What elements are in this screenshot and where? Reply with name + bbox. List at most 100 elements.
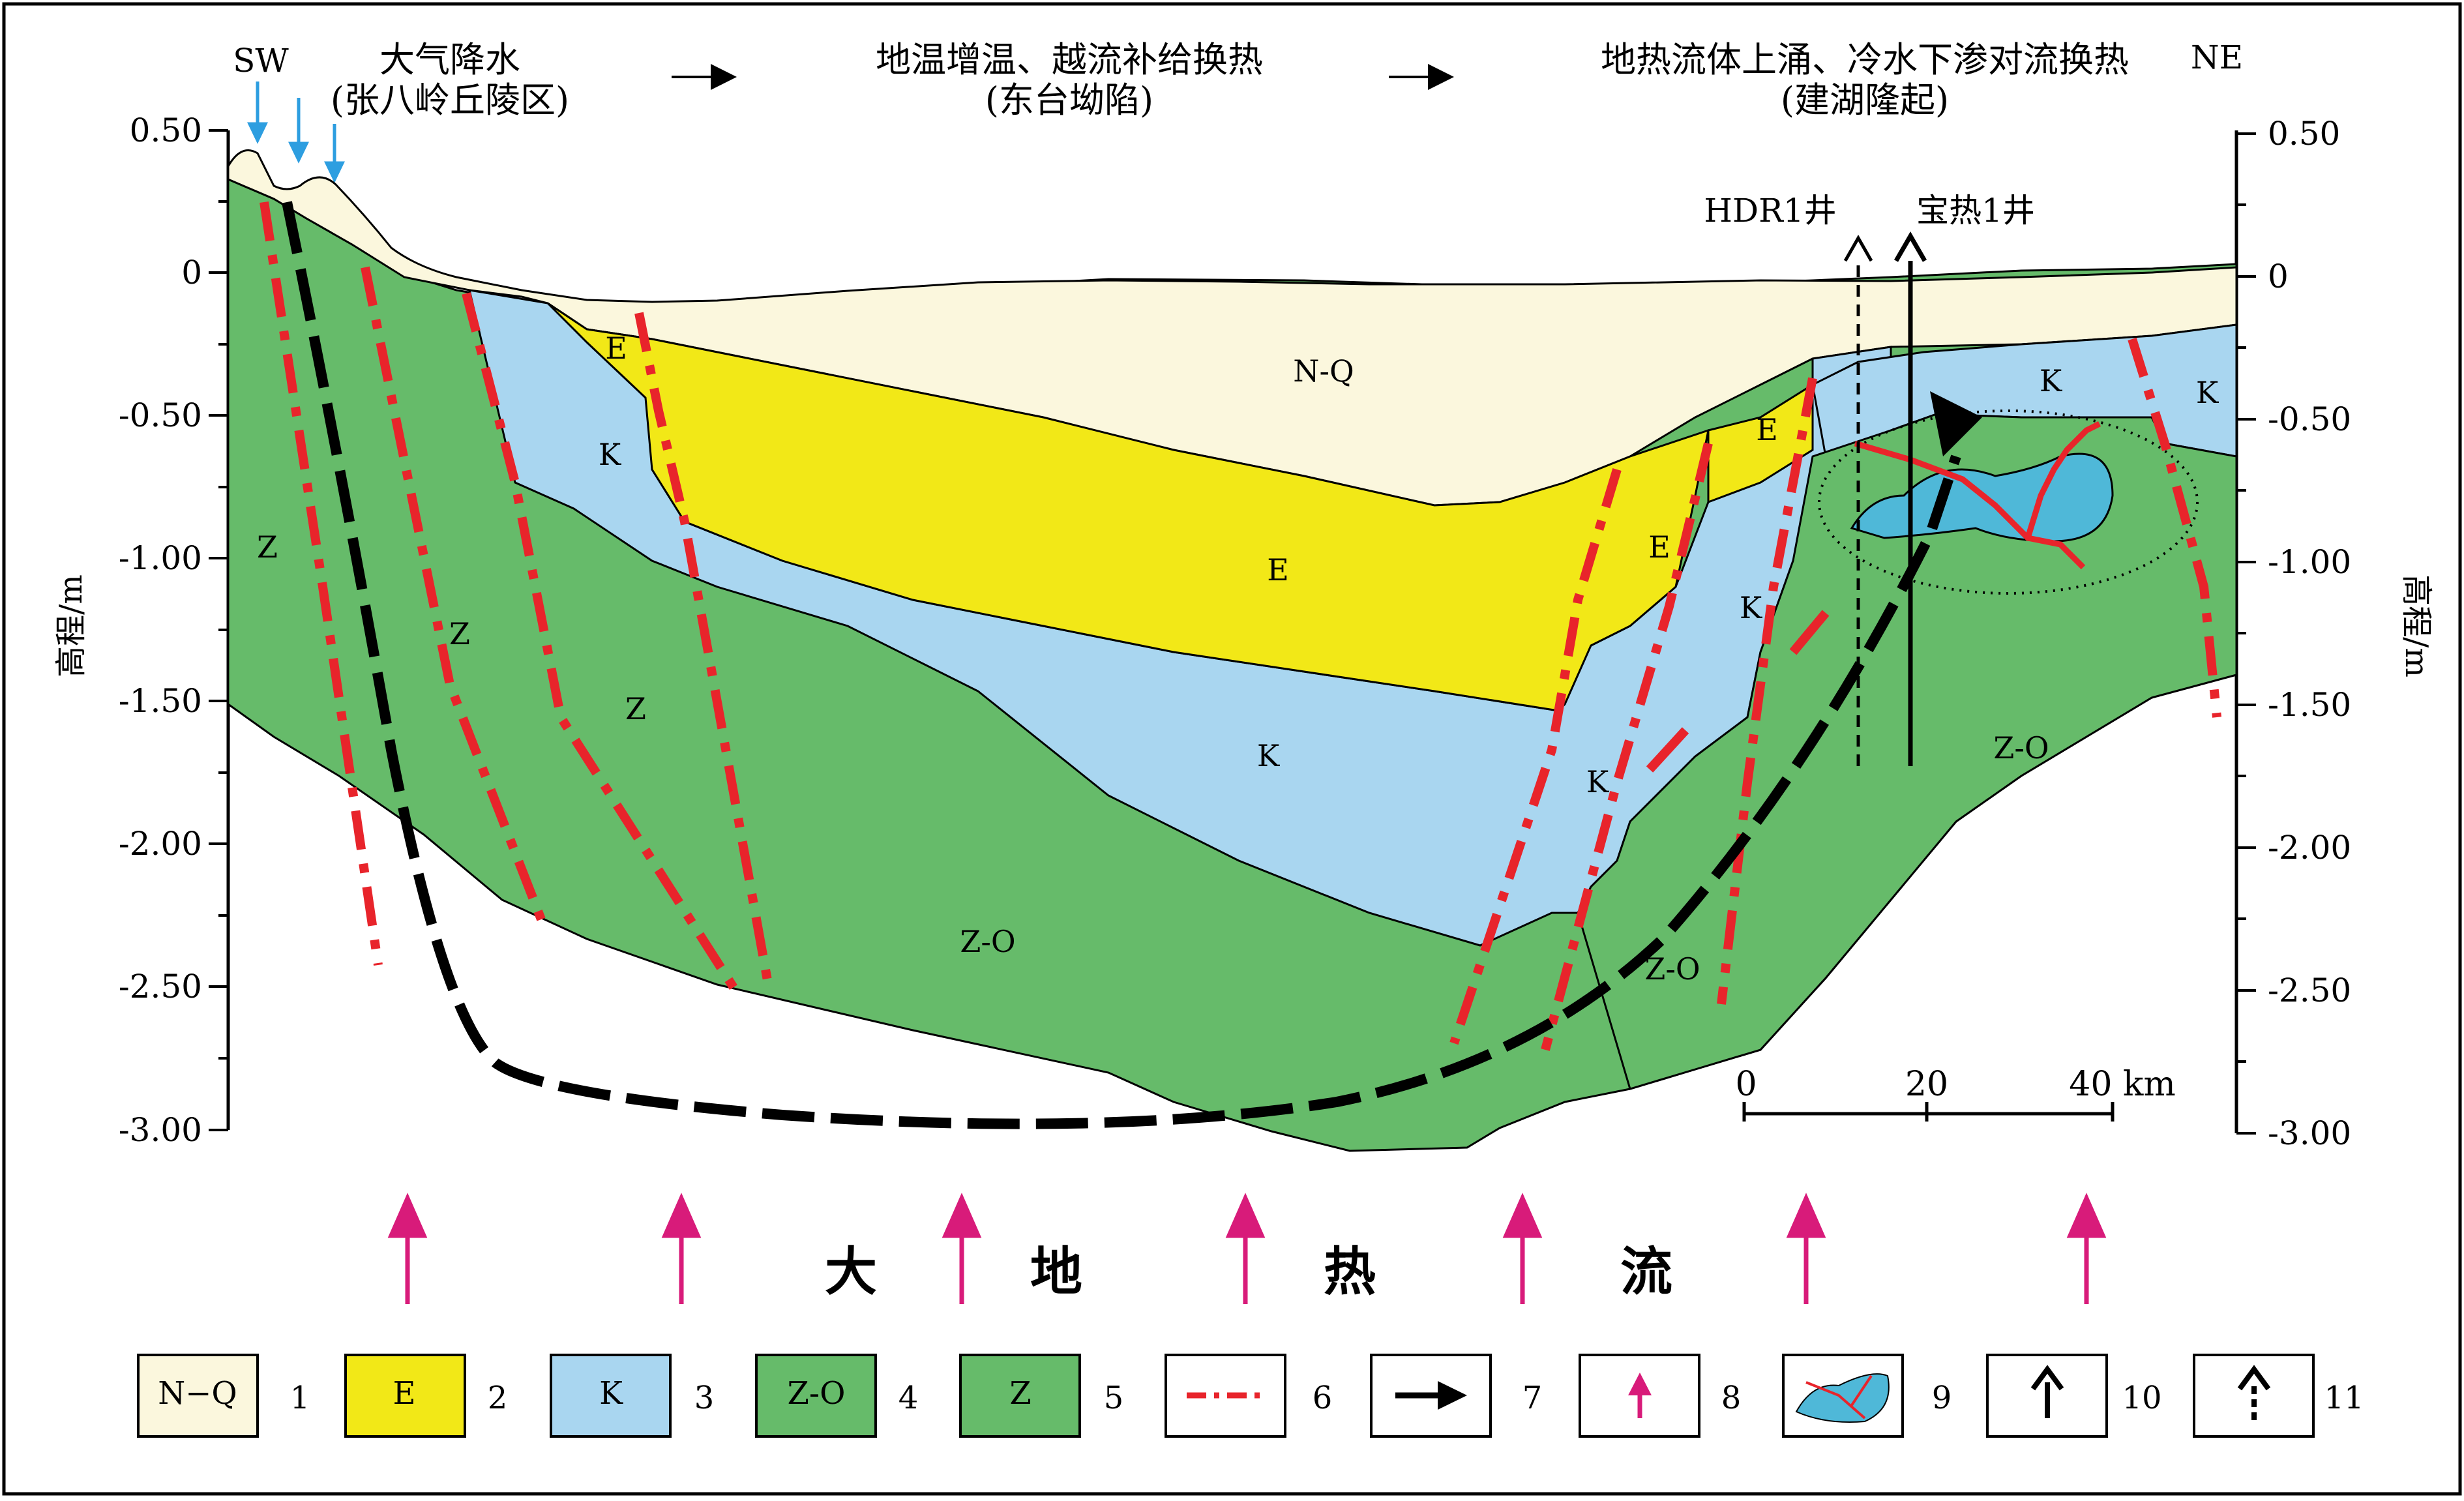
left-tick: -1.00 [119, 539, 202, 577]
fault-3 [462, 292, 744, 1000]
heat-flow-label: 大 地 热 流 [825, 1241, 1672, 1302]
layer-e-wedge [1707, 383, 1814, 504]
label-z: Z [449, 616, 470, 651]
left-tick: -2.50 [119, 968, 202, 1005]
well-baore1-label: 宝热1井 [1916, 192, 2035, 230]
left-tick: -2.00 [119, 825, 202, 863]
right-tick: 0.50 [2268, 115, 2340, 153]
fault-8 [2128, 337, 2221, 718]
label-k: K [2196, 375, 2219, 410]
legend-num: 3 [694, 1380, 715, 1416]
right-axis-label: 高程/m [2398, 574, 2435, 677]
stage3-title: 地热流体上涌、冷水下渗对流换热 [1601, 39, 2129, 80]
label-k: K [599, 437, 622, 472]
legend-label: E [393, 1375, 415, 1412]
axis-ticks [209, 129, 2256, 1135]
right-tick: -1.50 [2268, 686, 2351, 724]
ne-label: NE [2191, 38, 2243, 76]
right-tick: -3.00 [2268, 1114, 2351, 1152]
legend: N−Q 1 E 2 K 3 Z-O 4 Z 5 6 7 8 9 [137, 1354, 2364, 1438]
stage2-title: 地温增温、越流补给换热 [876, 39, 1263, 80]
sw-label: SW [233, 42, 289, 80]
legend-label: K [599, 1375, 623, 1412]
well-hdr1-label: HDR1井 [1704, 192, 1836, 230]
heat-flow-char: 大 [825, 1241, 877, 1302]
fault-2 [361, 266, 546, 921]
layer-zo-right [1577, 413, 2238, 1090]
right-tick: -0.50 [2268, 400, 2351, 438]
stage3-subtitle: (建湖隆起) [1781, 80, 1949, 121]
label-z: Z [257, 529, 278, 565]
reservoir-boundary [1818, 409, 2199, 595]
legend-num: 9 [1932, 1380, 1952, 1416]
legend-swatch-z [959, 1354, 1081, 1438]
left-tick: -3.00 [119, 1111, 202, 1149]
left-tick: -0.50 [119, 396, 202, 434]
fault-segments-extra [1646, 610, 1830, 773]
label-e: E [1267, 552, 1289, 587]
right-tick: -2.50 [2268, 972, 2351, 1009]
well-hdr1-arrow [1843, 234, 1873, 262]
label-k: K [1257, 738, 1281, 773]
label-zo: Z-O [960, 924, 1015, 959]
stage1-subtitle: (张八岭丘陵区) [331, 80, 569, 121]
right-tick: -2.00 [2268, 829, 2351, 867]
left-tick-labels: 0.50 0 -0.50 -1.00 -1.50 -2.00 -2.50 -3.… [119, 111, 202, 1149]
left-tick: 0 [181, 254, 202, 291]
legend-label: Z [1009, 1375, 1031, 1412]
heat-flow-arrows [387, 1193, 2107, 1304]
legend-num: 5 [1104, 1380, 1124, 1416]
layer-labels: N-Q E E E E K K K K K K Z Z Z Z-O Z-O Z-… [257, 331, 2219, 987]
well-baore1-arrow [1893, 231, 1927, 262]
legend-num: 6 [1313, 1380, 1333, 1416]
stage1-title: 大气降水 [379, 39, 520, 80]
legend-num: 8 [1721, 1380, 1742, 1416]
label-e: E [1756, 412, 1778, 447]
heat-flow-char: 地 [1030, 1241, 1082, 1302]
legend-swatch-fault [1165, 1354, 1286, 1438]
legend-num: 10 [2122, 1380, 2161, 1416]
legend-label: N−Q [158, 1375, 237, 1412]
layer-e-main [546, 302, 1710, 712]
precipitation-arrows [247, 82, 345, 183]
legend-swatch-k [550, 1354, 672, 1438]
fault-4 [634, 312, 774, 992]
scale-bar: 0 20 40 km [1735, 1065, 2176, 1122]
legend-num: 4 [898, 1380, 919, 1416]
legend-num: 1 [290, 1380, 310, 1416]
circulation-arrowhead [1930, 391, 1982, 456]
legend-swatch-nq [137, 1354, 259, 1438]
scale-tick-40: 40 km [2069, 1065, 2176, 1104]
heat-flow-char: 流 [1620, 1241, 1672, 1302]
label-e: E [1648, 529, 1670, 565]
label-k: K [2040, 363, 2063, 398]
legend-swatch-zo [755, 1354, 877, 1438]
legend-num: 7 [1522, 1380, 1543, 1416]
stage2-subtitle: (东台坳陷) [985, 80, 1153, 121]
fault-1 [260, 201, 383, 966]
label-k: K [1586, 764, 1610, 799]
left-tick: -1.50 [119, 682, 202, 720]
circulation-path [282, 201, 1961, 1129]
scale-tick-0: 0 [1735, 1065, 1757, 1104]
right-tick-labels: 0.50 0 -0.50 -1.00 -1.50 -2.00 -2.50 -3.… [2268, 115, 2351, 1152]
left-tick: 0.50 [130, 111, 202, 149]
fault-6 [1541, 442, 1713, 1051]
scale-tick-20: 20 [1905, 1065, 1948, 1104]
fault-5 [1449, 468, 1622, 1045]
label-k: K [1740, 590, 1763, 625]
fault-7 [1717, 377, 1817, 1005]
label-nq: N-Q [1293, 353, 1354, 389]
label-zo: Z-O [1993, 730, 2049, 765]
legend-num: 2 [488, 1380, 508, 1416]
legend-swatch-e [344, 1354, 466, 1438]
right-tick: -1.00 [2268, 543, 2351, 581]
legend-label: Z-O [788, 1375, 846, 1412]
faults [260, 201, 2221, 1051]
legend-num: 11 [2324, 1380, 2364, 1416]
label-e: E [605, 331, 627, 366]
right-tick: 0 [2268, 258, 2289, 295]
